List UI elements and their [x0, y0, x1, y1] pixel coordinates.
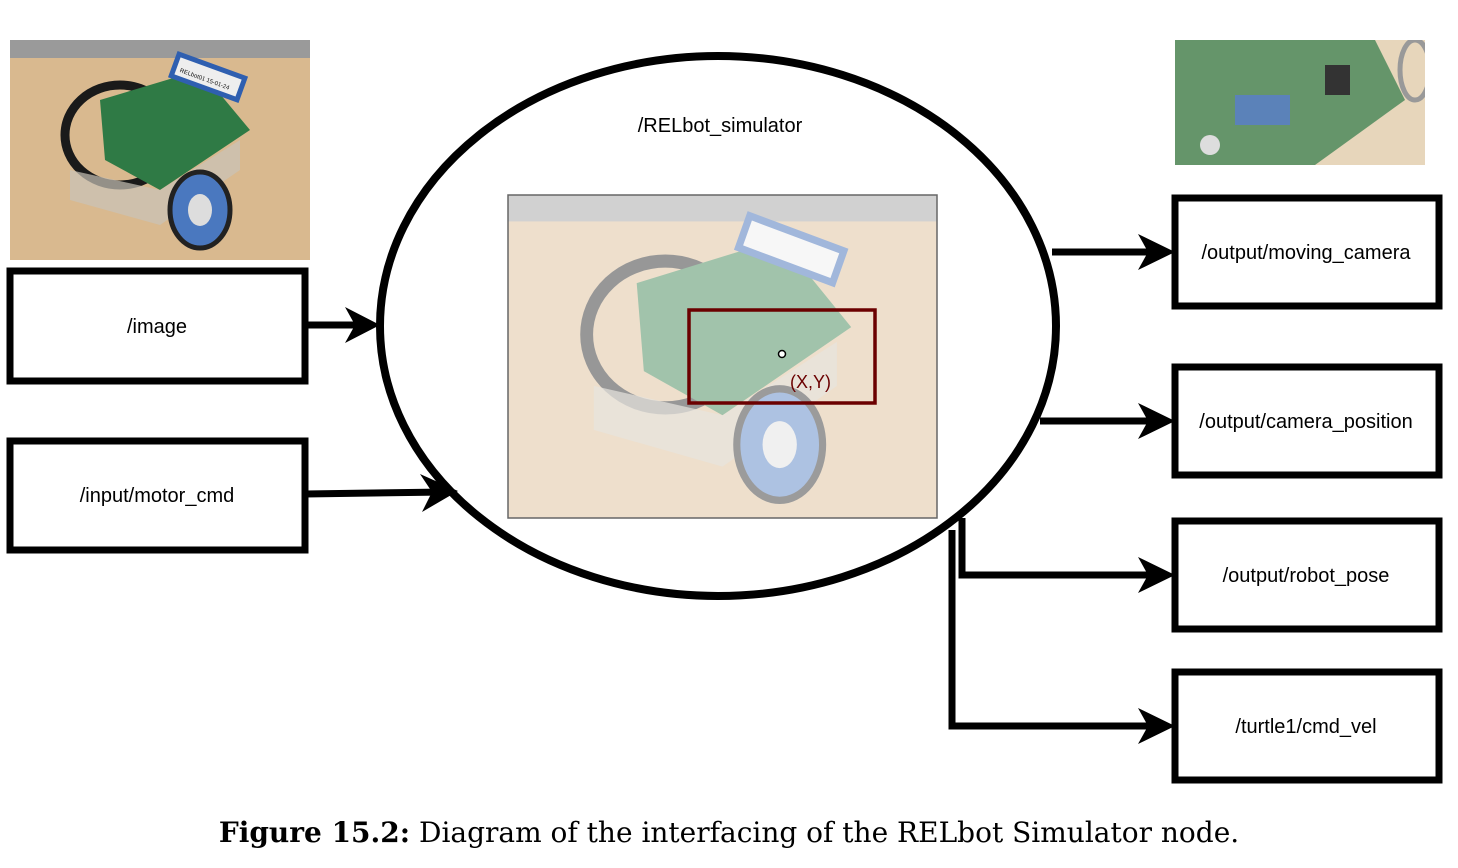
topic-box-robot-pose: /output/robot_pose [1171, 517, 1443, 633]
node-title: /RELbot_simulator [638, 115, 803, 137]
figure-caption: Figure 15.2: Diagram of the interfacing … [0, 816, 1458, 849]
arrow-cmd-vel-out [948, 530, 1165, 730]
topic-box-image: /image [6, 267, 309, 385]
camera-roi-box [687, 308, 877, 405]
caption-prefix: Figure 15.2: [218, 816, 411, 849]
roi-center-point [777, 349, 787, 359]
connection-arrows [304, 248, 1165, 730]
topic-box-motor-cmd: /input/motor_cmd [6, 437, 309, 554]
arrow-robot-pose-out [958, 518, 1165, 579]
arrow-motor-in [304, 488, 446, 498]
robot-photo-cropped-output [1175, 40, 1425, 165]
simulated-camera-image [507, 194, 938, 519]
roi-point-label: (X,Y) [790, 372, 831, 392]
topic-label: /input/motor_cmd [80, 485, 235, 507]
robot-photo-input: RELbot01 15-01-24 [10, 40, 310, 260]
topic-label: /output/robot_pose [1223, 565, 1390, 587]
caption-text: Diagram of the interfacing of the RELbot… [410, 816, 1240, 849]
topic-box-moving-camera: /output/moving_camera [1171, 194, 1443, 310]
topic-box-turtle-cmd-vel: /turtle1/cmd_vel [1171, 668, 1443, 784]
topic-label: /output/camera_position [1199, 411, 1412, 433]
topic-label: /output/moving_camera [1201, 242, 1411, 264]
topic-label: /turtle1/cmd_vel [1235, 716, 1376, 738]
arrowheads [345, 234, 1175, 744]
topic-box-camera-position: /output/camera_position [1171, 363, 1443, 479]
topic-label: /image [127, 316, 187, 338]
